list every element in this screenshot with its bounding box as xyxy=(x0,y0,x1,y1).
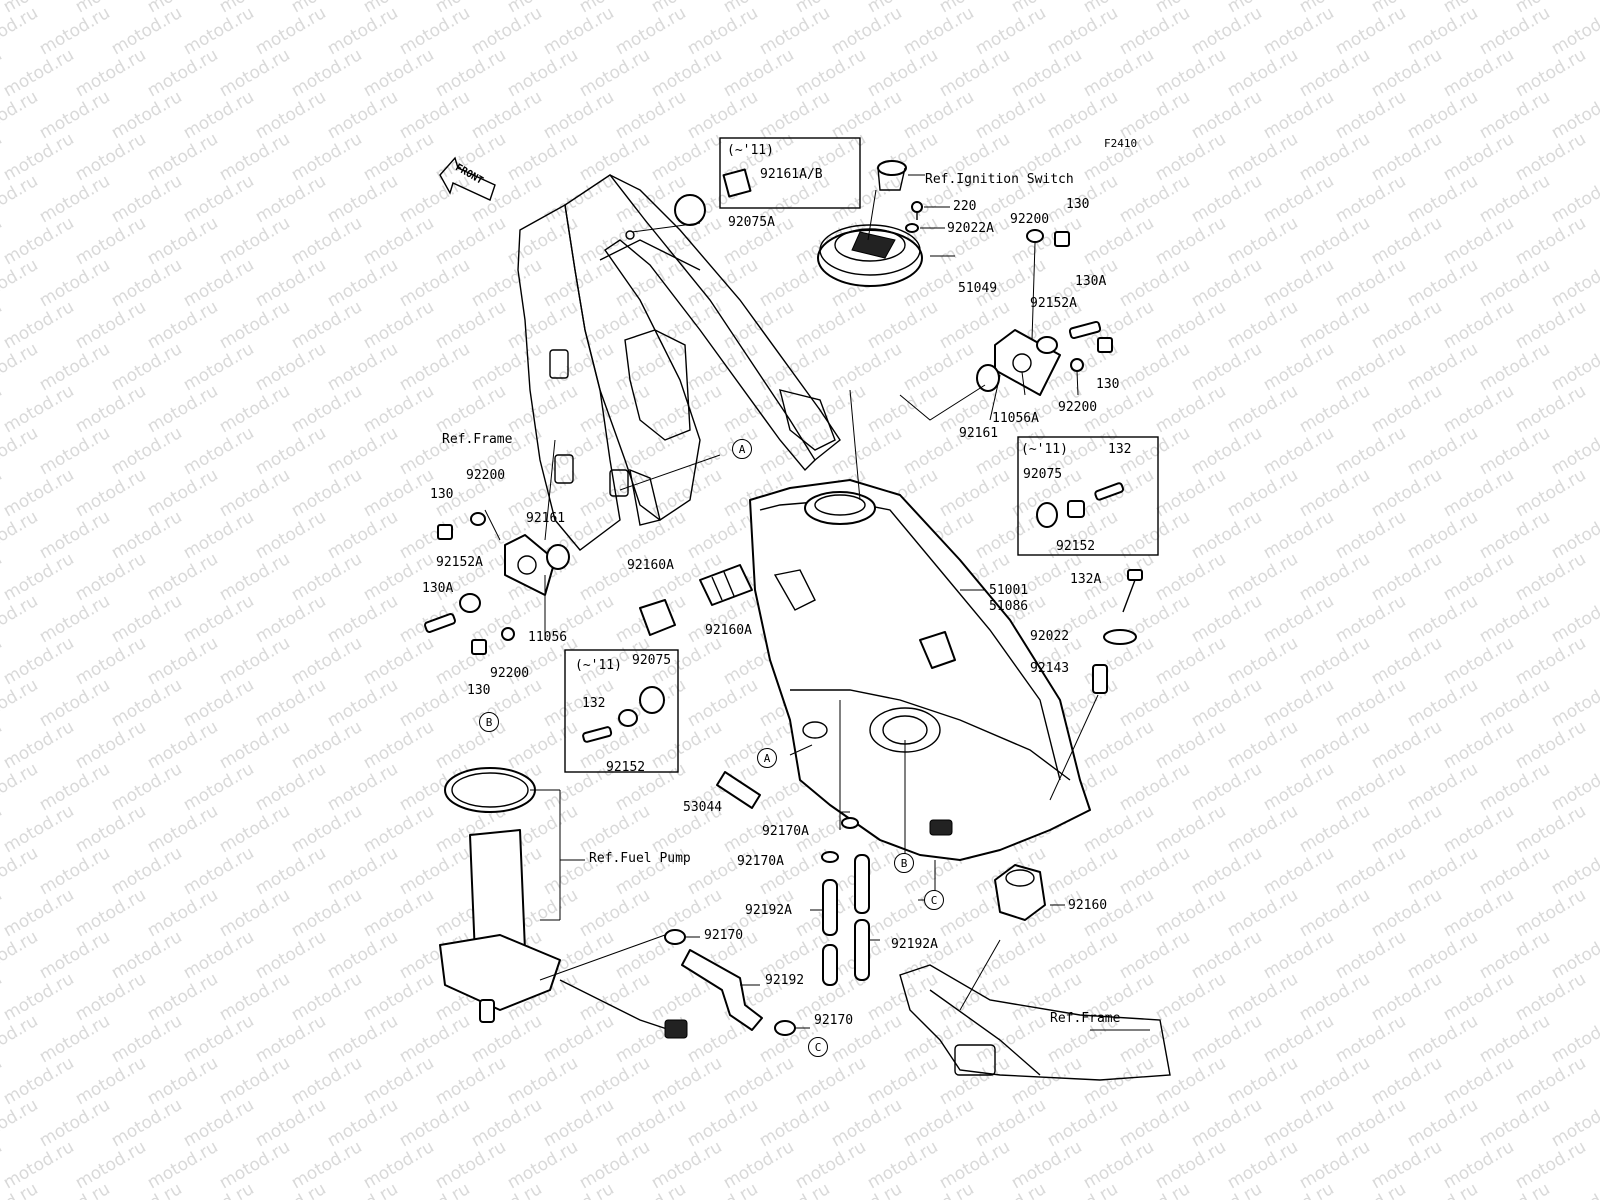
part-130-left-bottom[interactable]: 130 xyxy=(467,683,491,698)
figure-code: F2410 xyxy=(1104,137,1138,150)
part-92192[interactable]: 92192 xyxy=(765,973,805,988)
ref-frame-bottom[interactable]: Ref.Frame xyxy=(1050,1011,1121,1026)
fuel-tank-51001 xyxy=(749,389,1091,901)
part-92152A-left[interactable]: 92152A xyxy=(436,555,483,570)
ref-fuel-pump[interactable]: Ref.Fuel Pump xyxy=(589,851,691,866)
part-51086[interactable]: 51086 xyxy=(989,599,1029,614)
box-top-version: (~'11) xyxy=(727,143,774,158)
part-130-right[interactable]: 130 xyxy=(1096,377,1120,392)
part-92200-left-bottom[interactable]: 92200 xyxy=(490,666,530,681)
part-11056[interactable]: 11056 xyxy=(528,630,568,645)
part-92075-box-left[interactable]: 92075 xyxy=(632,653,672,668)
box-left-version: (~'11) xyxy=(575,658,622,673)
part-92170-lower[interactable]: 92170 xyxy=(814,1013,854,1028)
part-220[interactable]: 220 xyxy=(953,199,977,214)
mount-cluster-right xyxy=(899,229,1113,421)
part-92161-left[interactable]: 92161 xyxy=(526,511,566,526)
mount-cluster-left xyxy=(424,439,570,655)
part-92160[interactable]: 92160 xyxy=(1068,898,1108,913)
version-box-top xyxy=(719,137,861,209)
bolt-132A-icon xyxy=(1049,569,1143,801)
part-92152A-right[interactable]: 92152A xyxy=(1030,296,1077,311)
part-92022[interactable]: 92022 xyxy=(1030,629,1070,644)
ref-ignition-switch[interactable]: Ref.Ignition Switch xyxy=(925,172,1074,187)
decal-icon xyxy=(722,168,752,198)
part-132-box-right[interactable]: 132 xyxy=(1108,442,1132,457)
callout-c-tank: C xyxy=(924,890,944,910)
part-92022A[interactable]: 92022A xyxy=(947,221,994,236)
part-51001[interactable]: 51001 xyxy=(989,583,1029,598)
part-92170A-upper[interactable]: 92170A xyxy=(762,824,809,839)
hose-92192 xyxy=(539,929,810,1036)
fuel-cap-51049 xyxy=(817,160,955,287)
callout-c-hose: C xyxy=(808,1037,828,1057)
screw-220-icon xyxy=(911,201,950,220)
part-92160A-right[interactable]: 92160A xyxy=(705,623,752,638)
part-92075-box-right[interactable]: 92075 xyxy=(1023,467,1063,482)
part-92200-right[interactable]: 92200 xyxy=(1058,400,1098,415)
part-130-left-top[interactable]: 130 xyxy=(430,487,454,502)
frame-lower xyxy=(899,939,1171,1081)
part-130A-left[interactable]: 130A xyxy=(422,581,454,596)
version-box-left xyxy=(564,649,679,773)
part-130-top[interactable]: 130 xyxy=(1066,197,1090,212)
bracket-92160A-icons xyxy=(639,564,753,636)
part-92152-box-right[interactable]: 92152 xyxy=(1056,539,1096,554)
damper-92160-icon xyxy=(994,864,1046,921)
callout-b-tank: B xyxy=(894,853,914,873)
pad-53044-icon xyxy=(716,771,761,809)
part-92200-left-top[interactable]: 92200 xyxy=(466,468,506,483)
fuel-pump-assembly xyxy=(439,767,688,1039)
frame-upper xyxy=(517,174,841,551)
part-92161-right[interactable]: 92161 xyxy=(959,426,999,441)
callout-b-pump: B xyxy=(479,712,499,732)
part-51049[interactable]: 51049 xyxy=(958,281,998,296)
part-92170-upper[interactable]: 92170 xyxy=(704,928,744,943)
callout-a-frame: A xyxy=(732,439,752,459)
part-92161A-B[interactable]: 92161A/B xyxy=(760,167,823,182)
part-92192A-right[interactable]: 92192A xyxy=(891,937,938,952)
plug-92075A-icon xyxy=(674,194,706,226)
part-92143[interactable]: 92143 xyxy=(1030,661,1070,676)
part-92192A-left[interactable]: 92192A xyxy=(745,903,792,918)
part-53044[interactable]: 53044 xyxy=(683,800,723,815)
box-right-version: (~'11) xyxy=(1021,442,1068,457)
hoses-92192A xyxy=(821,817,870,986)
part-92200-top[interactable]: 92200 xyxy=(1010,212,1050,227)
washer-92022A-icon xyxy=(905,223,945,233)
version-box-right xyxy=(1017,436,1159,556)
part-132A[interactable]: 132A xyxy=(1070,572,1102,587)
part-11056A[interactable]: 11056A xyxy=(992,411,1039,426)
part-130A-right[interactable]: 130A xyxy=(1075,274,1107,289)
part-92160A-left[interactable]: 92160A xyxy=(627,558,674,573)
part-92075A[interactable]: 92075A xyxy=(728,215,775,230)
callout-a-tank: A xyxy=(757,748,777,768)
front-arrow-icon xyxy=(439,156,496,201)
part-132-box-left[interactable]: 132 xyxy=(582,696,606,711)
part-92170A-lower[interactable]: 92170A xyxy=(737,854,784,869)
part-92152-box-left[interactable]: 92152 xyxy=(606,760,646,775)
ref-frame-left[interactable]: Ref.Frame xyxy=(442,432,513,447)
